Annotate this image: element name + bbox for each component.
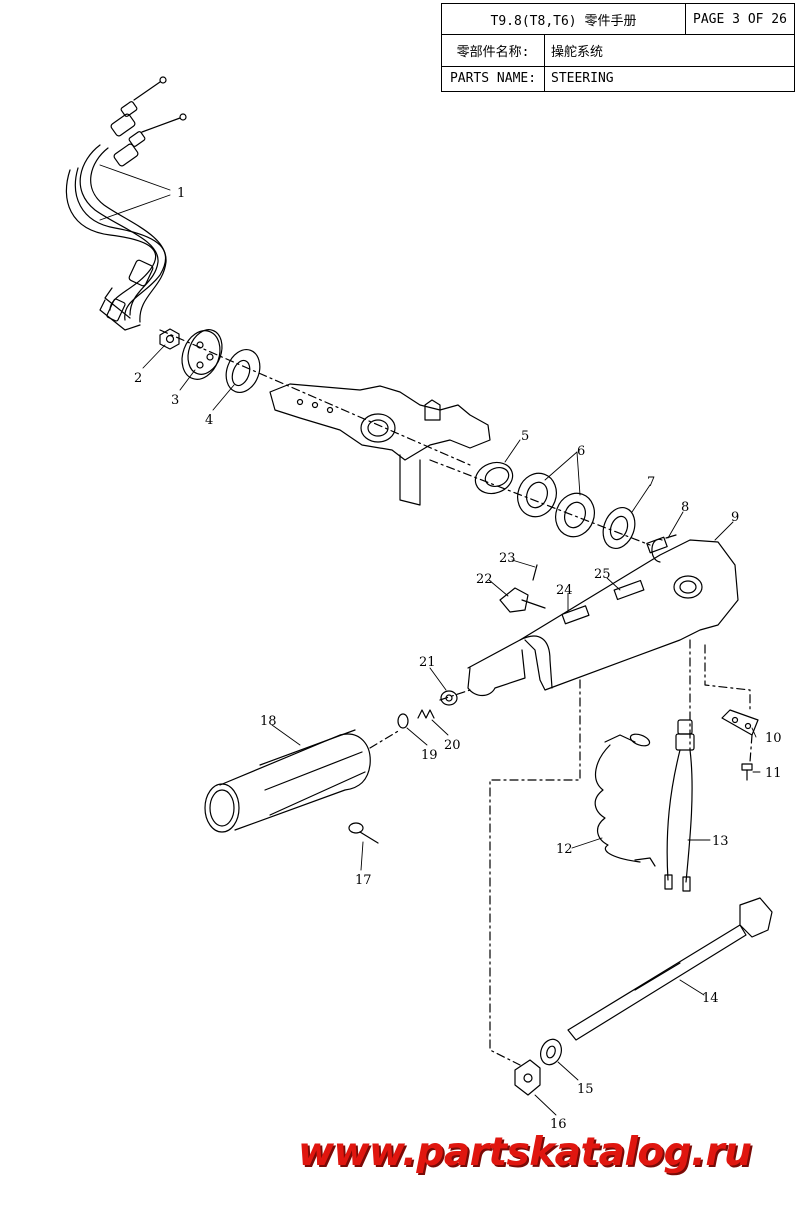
part-10-plate	[721, 709, 759, 736]
callout-9: 9	[731, 510, 739, 525]
part-20-spring	[417, 709, 435, 719]
callout-12: 12	[556, 842, 573, 857]
callout-22: 22	[476, 572, 493, 587]
cn-name-value: 操舵系统	[544, 34, 795, 67]
part-9-tiller-arm	[467, 538, 739, 697]
part-12-lanyard	[594, 733, 656, 867]
callout-20: 20	[444, 738, 461, 753]
watermark-text: www.partskatalog.ru	[298, 1130, 752, 1175]
callout-labels: 1 2 3 4 5 6 7 8 9 10 11 12 13 14 15 16 1…	[134, 186, 782, 1132]
callout-24: 24	[556, 583, 573, 598]
callout-6: 6	[577, 444, 585, 459]
callout-15: 15	[577, 1082, 594, 1097]
part-1-cables	[65, 76, 187, 331]
alignment-lines	[159, 329, 753, 1066]
part-16-clip	[514, 1059, 541, 1096]
part-15-washer	[540, 1038, 562, 1066]
part-14-throttle-shaft	[567, 897, 773, 1041]
part-17-screw	[348, 822, 379, 844]
callout-8: 8	[681, 500, 689, 515]
part-8-bolt	[646, 534, 677, 554]
callout-10: 10	[765, 731, 782, 746]
callout-25: 25	[594, 567, 611, 582]
part-7-washer	[602, 507, 636, 549]
callout-16: 16	[550, 1117, 567, 1132]
part-23-pin	[532, 564, 538, 581]
en-name-value: STEERING	[544, 65, 795, 93]
callout-23: 23	[499, 551, 516, 566]
leader-lines	[99, 164, 761, 1116]
part-22-knob	[499, 587, 546, 613]
part-18-grip	[204, 729, 371, 833]
part-2-nut	[159, 328, 180, 350]
steering-bracket	[269, 383, 491, 506]
page-number: PAGE 3 OF 26	[685, 2, 795, 36]
callout-21: 21	[419, 655, 436, 670]
callout-11: 11	[765, 766, 782, 781]
callout-2: 2	[134, 371, 142, 386]
callout-5: 5	[521, 429, 529, 444]
part-11-screw	[741, 763, 753, 781]
part-3-plate	[181, 329, 223, 380]
callout-17: 17	[355, 873, 372, 888]
callout-13: 13	[712, 834, 729, 849]
part-5-ring	[474, 461, 514, 495]
callout-4: 4	[205, 413, 213, 428]
callout-19: 19	[421, 748, 438, 763]
callout-1: 1	[177, 186, 185, 201]
part-19-washer	[397, 713, 409, 729]
part-13-stop-switch	[664, 719, 695, 892]
part-4-washer	[225, 349, 261, 393]
model-title: T9.8(T8,T6) 零件手册	[441, 2, 686, 36]
callout-14: 14	[702, 991, 719, 1006]
part-6-bushings	[517, 472, 595, 538]
callout-18: 18	[260, 714, 277, 729]
callout-7: 7	[647, 475, 655, 490]
part-21-cap	[440, 690, 458, 706]
callout-3: 3	[171, 393, 179, 408]
title-block: T9.8(T8,T6) 零件手册 PAGE 3 OF 26 零部件名称: 操舵系…	[441, 2, 795, 93]
